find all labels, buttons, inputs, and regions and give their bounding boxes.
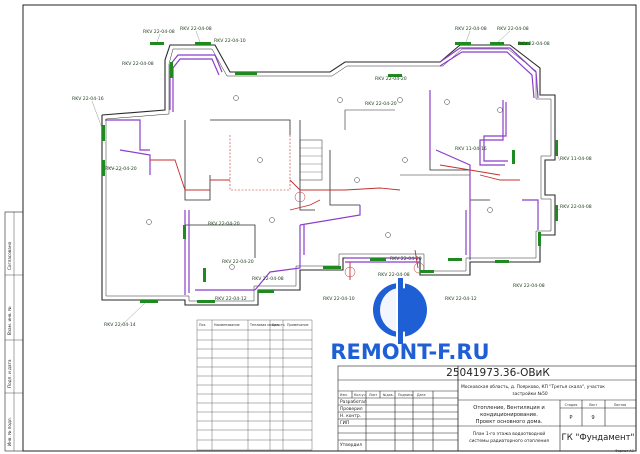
radiator-tag: RKV 22-04-12 [215,296,247,302]
sheet-header: Лист [589,403,597,407]
radiator-tag: RKV 22-04-20 [375,76,407,82]
outer-wall [101,44,556,306]
radiator-tag: RKV 22-04-08 [518,41,550,47]
table-header: Наименование [214,323,240,327]
side-stamp: Инв. № подл. Подп. и дата Взам. инв. № С… [4,211,24,452]
side-stamp-soglasovano: Согласовано [7,241,12,270]
watermark-logo [373,276,427,346]
return-pipes [150,159,520,280]
radiator-tag: RKV 22-04-08 [513,283,545,289]
floor-plan [101,44,556,306]
table-header: Примечание [287,323,309,327]
radiator-tag: RKV 11-04-08 [560,156,592,162]
radiator-tag: RKV 22-04-20 [222,259,254,265]
company-name: ГК "Фундамент" [562,433,635,443]
address-line-2: застройки №50 [512,390,548,397]
radiator-tag: RKV 22-04-08 [497,26,529,32]
equipment-table [196,319,313,451]
role-label: Проверил [340,406,363,412]
drawing-code: 25041973.36-ОВиК [446,367,550,379]
col-header: Дата [417,393,426,397]
radiator-tag: RKV 22-04-20 [390,256,422,262]
radiator-tag: RKV 22-04-08 [378,272,410,278]
radiator-tag: RKV 22-04-08 [143,29,175,35]
col-header: №док. [383,393,394,397]
sheet-desc-line-2: системы радиаторного отопления [469,439,549,444]
sheet-format: Формат А3 [615,449,634,453]
col-header: Кол.уч [354,393,365,397]
stage-value: Р [569,415,572,421]
role-label: ГИП [340,420,349,426]
sheets-header: Листов [614,403,626,407]
radiator-tag: RKV 22-04-20 [105,166,137,172]
table-header: Тепловая мощность [249,323,285,327]
col-header: Лист [369,393,377,397]
table-header: Кол. [272,323,280,327]
title-line-3: Проект основного дома. [476,419,543,425]
radiators [102,42,558,303]
address-line-1: Московская область, д. Поярково, КП "Тре… [461,383,605,390]
radiator-tag: RKV 22-04-08 [455,26,487,32]
role-label: Разработал [340,398,367,405]
role-label: Утвердил [340,442,362,448]
radiator-tag: RKV 22-04-10 [214,38,246,44]
watermark-text: REMONT-F.RU [330,340,489,364]
radiator-tag: RKV 22-04-16 [72,96,104,102]
radiator-tag: RKV 22-04-20 [365,101,397,107]
title-block-roles: Разработал Проверил Н. контр. ГИП Утверд… [340,398,367,448]
equipment-table-headers: Поз. Наименование Тепловая мощность Кол.… [199,323,309,327]
tag-leaders [91,30,561,328]
col-header: Подпись [398,393,413,397]
title-block-headers: Изм. Кол.уч Лист №док. Подпись Дата [340,393,426,397]
stage-header: Стадия [565,403,578,407]
sheet-desc-line-1: План 1-го этажа водоотводной [473,430,546,437]
radiator-tag: RKV 22-04-12 [445,296,477,302]
radiator-labels: RKV 22-04-08 RKV 22-04-08 RKV 22-04-10 R… [72,26,592,328]
radiator-tag: RKV 22-04-08 [180,26,212,32]
title-line-1: Отопление, Вентиляция и [473,405,544,411]
radiator-tag: RKV 22-04-08 [122,61,154,67]
radiator-tag: RKV 22-04-10 [323,296,355,302]
side-stamp-inv-podl: Инв. № подл. [7,417,12,446]
title-line-2: кондиционирование. [480,412,538,418]
radiator-tag: RKV 22-04-08 [252,276,284,282]
side-stamp-vzam-inv: Взам. инв. № [7,306,12,335]
radiator-tag: RKV 22-04-14 [104,322,136,328]
supply-pipes [105,47,539,295]
sheet-value: 9 [591,415,594,421]
radiator-tag: RKV 22-04-20 [208,221,240,227]
radiator-tag: RKV 22-04-08 [560,204,592,210]
table-header: Поз. [199,323,206,327]
side-stamp-podp-data: Подп. и дата [7,359,12,388]
radiator-tag: RKV 11-04-16 [455,146,487,152]
title-block [337,365,637,452]
col-header: Изм. [340,393,348,397]
role-label: Н. контр. [340,413,361,419]
